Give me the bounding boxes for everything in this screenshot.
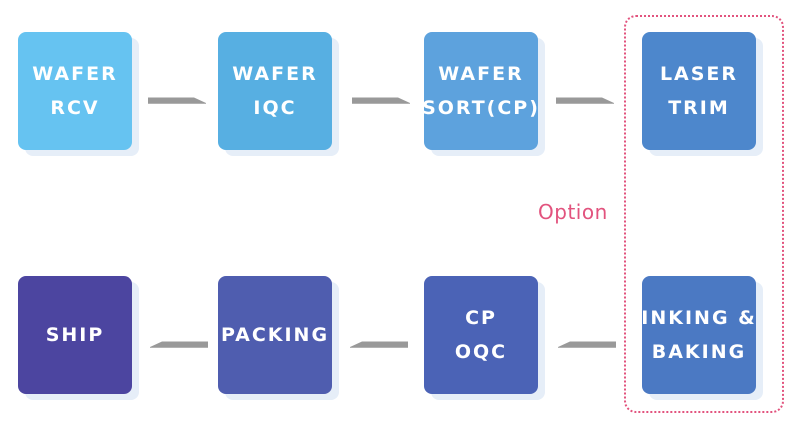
step-inking-baking: INKING & BAKING xyxy=(641,276,757,394)
step-label-line-1: WAFER xyxy=(32,63,118,85)
arrow-left-icon xyxy=(558,338,616,348)
arrow-left-icon xyxy=(150,338,208,348)
step-label-line-2: OQC xyxy=(454,341,508,363)
arrow-right-icon xyxy=(148,94,206,104)
step-label-line-2: RCV xyxy=(50,97,100,119)
step-cp-oqc: CP OQC xyxy=(424,276,538,394)
arrow-right-icon xyxy=(556,94,614,104)
step-wafer-sort-cp: WAFER SORT(CP) xyxy=(422,32,540,150)
step-wafer-rcv: WAFER RCV xyxy=(18,32,132,150)
step-wafer-iqc: WAFER IQC xyxy=(218,32,332,150)
step-label-line-2: IQC xyxy=(253,97,297,119)
step-packing: PACKING xyxy=(218,276,332,394)
step-label-line-1: PACKING xyxy=(220,324,330,346)
step-label-line-1: LASER xyxy=(659,63,739,85)
option-label: Option xyxy=(538,200,608,224)
optional-steps-frame xyxy=(624,15,784,413)
step-label-line-1: WAFER xyxy=(438,63,524,85)
step-label-line-2: TRIM xyxy=(668,97,730,119)
step-label-line-1: CP xyxy=(465,307,497,329)
step-label-line-2: BAKING xyxy=(651,341,747,363)
step-label-line-1: WAFER xyxy=(232,63,318,85)
step-label-line-1: INKING & xyxy=(641,307,757,329)
arrow-right-icon xyxy=(352,94,410,104)
step-label-line-1: SHIP xyxy=(45,324,105,346)
arrow-left-icon xyxy=(350,338,408,348)
step-ship: SHIP xyxy=(18,276,132,394)
step-laser-trim: LASER TRIM xyxy=(642,32,756,150)
step-label-line-2: SORT(CP) xyxy=(422,97,540,119)
